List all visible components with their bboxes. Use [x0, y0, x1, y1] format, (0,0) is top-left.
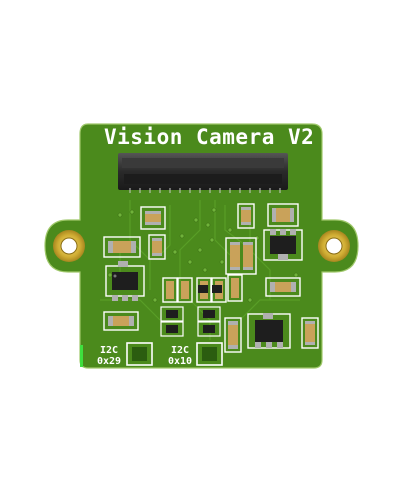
capacitor-c7: [265, 277, 301, 297]
mounting-hole-right: [318, 230, 350, 262]
capacitor-c4: [103, 236, 141, 258]
label-i2c-0x10-line2: 0x10: [167, 356, 193, 367]
transistors: [160, 285, 222, 337]
capacitor-c8: [103, 311, 139, 331]
fpc-connector: [118, 153, 288, 193]
label-i2c-0x29-line2: 0x29: [96, 356, 122, 367]
resistor-r2: [177, 277, 193, 303]
resistor-r5: [227, 274, 243, 302]
label-i2c-0x29: I2C 0x29: [92, 345, 126, 367]
mounting-hole-left: [53, 230, 85, 262]
passive-components: [103, 203, 319, 353]
regulator-ic-left: [105, 261, 145, 301]
ldo-ic-bottom: [247, 313, 291, 349]
capacitor-c5: [148, 234, 166, 260]
resistor-r1: [162, 277, 178, 303]
capacitor-c3: [267, 203, 299, 227]
label-i2c-0x10: I2C 0x10: [163, 345, 197, 367]
capacitor-c1: [140, 206, 166, 230]
solder-jumper-0x29: [126, 342, 153, 366]
board-title: Vision Camera V2: [104, 125, 315, 149]
label-i2c-0x10-line1: I2C: [170, 345, 190, 356]
solder-jumper-0x10: [196, 342, 223, 366]
capacitor-c6: [225, 237, 257, 275]
edge-marker: [80, 345, 83, 367]
vias: [107, 207, 299, 303]
capacitor-c10: [301, 317, 319, 349]
regulator-ic-right: [263, 229, 303, 261]
capacitor-c9: [224, 317, 242, 353]
label-i2c-0x29-line1: I2C: [99, 345, 119, 356]
capacitor-c2: [237, 203, 255, 229]
